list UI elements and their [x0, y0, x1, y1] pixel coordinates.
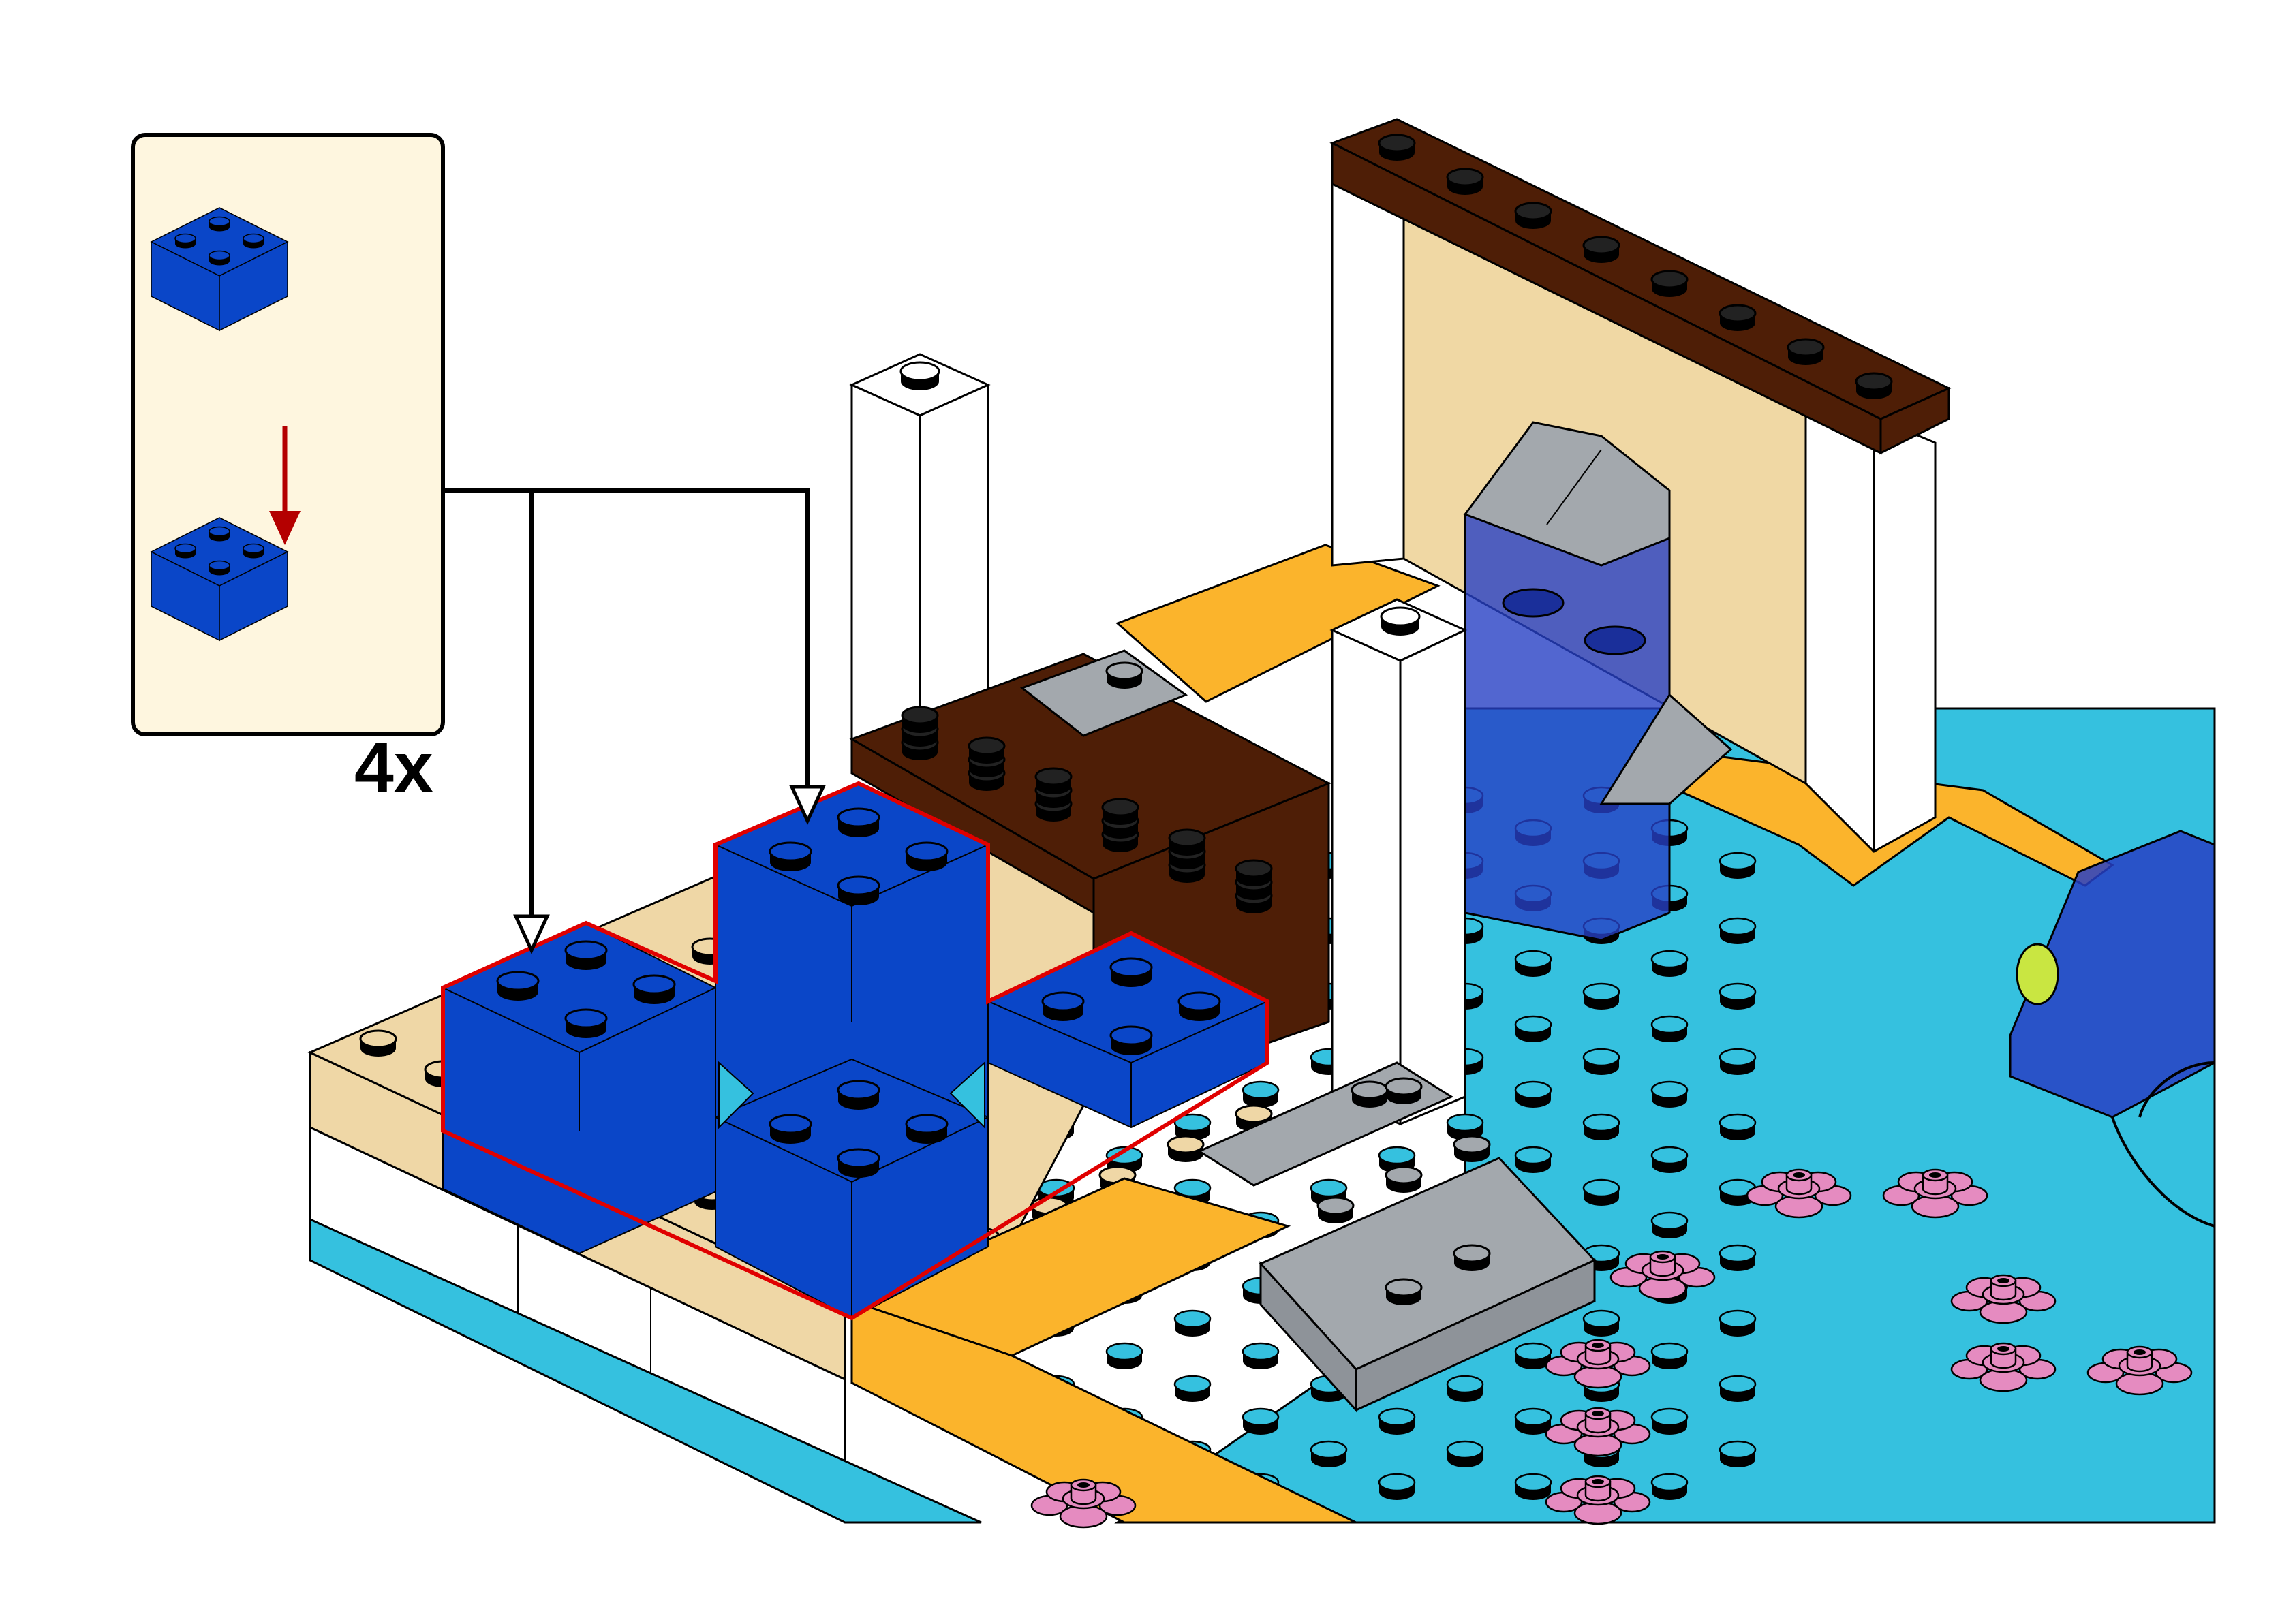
- azure-stud: [1514, 1146, 1552, 1174]
- azure-stud: [1514, 1015, 1552, 1044]
- azure-stud: [1242, 1342, 1280, 1371]
- gray-stud: [1453, 1244, 1491, 1272]
- gray-stud: [1385, 1077, 1423, 1106]
- azure-stud: [1514, 950, 1552, 978]
- azure-stud: [1582, 982, 1620, 1011]
- azure-stud: [1650, 1473, 1689, 1501]
- tan-stud: [359, 1029, 397, 1058]
- gray-stud: [1351, 1080, 1389, 1109]
- azure-stud: [1514, 1407, 1552, 1436]
- azure-stud: [1719, 1375, 1757, 1403]
- quantity-label: 4x: [354, 728, 433, 807]
- gray-stud: [1316, 1196, 1355, 1225]
- dark-stud: [1514, 202, 1552, 230]
- azure-stud: [1173, 1375, 1212, 1403]
- new-blue-bricks: [441, 781, 1269, 1321]
- azure-stud: [1719, 1440, 1757, 1469]
- callout-box: [131, 133, 445, 736]
- azure-stud: [1105, 1342, 1143, 1371]
- blue-stud: [632, 974, 676, 1005]
- blue-stud: [1041, 991, 1085, 1022]
- azure-stud: [1719, 1244, 1757, 1272]
- dark-stud: [968, 736, 1006, 765]
- tan-stud: [1167, 1135, 1205, 1164]
- parts-callout: [131, 133, 826, 954]
- blue-stud: [837, 807, 880, 839]
- arrow-down-icon: [789, 785, 826, 825]
- white-pillar-right: [1329, 598, 1468, 1126]
- trans-blue-column: [1463, 421, 1733, 941]
- blue-stud: [564, 940, 608, 971]
- dark-stud: [1168, 828, 1206, 857]
- callout-leader-lines: [443, 488, 810, 940]
- azure-stud: [1650, 1211, 1689, 1240]
- dark-stud: [901, 706, 939, 734]
- azure-stud: [1719, 1113, 1757, 1142]
- azure-stud: [1719, 1048, 1757, 1076]
- orange-tile-back: [1115, 544, 1441, 703]
- blue-stud: [769, 841, 812, 873]
- azure-stud: [1173, 1309, 1212, 1338]
- arrow-down-icon: [513, 914, 550, 954]
- dark-stud: [1787, 338, 1825, 366]
- azure-stud: [1446, 1375, 1484, 1403]
- highlight-outline: [441, 781, 1269, 1321]
- azure-stud: [1514, 1080, 1552, 1109]
- blue-stud: [1109, 1025, 1153, 1057]
- azure-stud: [1650, 1146, 1689, 1174]
- azure-stud: [1446, 1440, 1484, 1469]
- gray-stud: [1385, 1166, 1423, 1194]
- azure-stud: [1650, 950, 1689, 978]
- trans-blue-right-piece: [2009, 830, 2216, 1228]
- azure-stud: [1719, 1309, 1757, 1338]
- azure-stud: [1650, 1407, 1689, 1436]
- azure-stud: [1719, 982, 1757, 1011]
- blue-stud: [769, 1114, 812, 1145]
- azure-stud: [1719, 852, 1757, 880]
- azure-stud: [1582, 1309, 1620, 1338]
- azure-stud: [1650, 1080, 1689, 1109]
- dark-stud: [1582, 236, 1620, 264]
- gray-plates: [1019, 649, 1597, 1413]
- blue-stud: [905, 1114, 949, 1145]
- orange-tile-diagonal: [850, 1299, 1357, 1524]
- gray-stud: [1385, 1278, 1423, 1307]
- azure-stud: [1719, 917, 1757, 946]
- dark-stud: [1034, 767, 1073, 796]
- blue-stud: [496, 971, 540, 1002]
- dark-stud: [1650, 270, 1689, 298]
- blue-stud: [837, 875, 880, 907]
- azure-stud: [1378, 1473, 1416, 1501]
- azure-stud: [1582, 1048, 1620, 1076]
- azure-stud: [1378, 1407, 1416, 1436]
- dark-stud: [1719, 304, 1757, 332]
- dark-stud: [1855, 372, 1893, 401]
- gray-stud: [1453, 1135, 1491, 1164]
- model: [307, 118, 2216, 1529]
- azure-stud: [1514, 1473, 1552, 1501]
- azure-stud: [1310, 1440, 1348, 1469]
- azure-stud: [1242, 1407, 1280, 1436]
- azure-stud: [1650, 1015, 1689, 1044]
- azure-stud: [1582, 1113, 1620, 1142]
- azure-stud: [1650, 1342, 1689, 1371]
- arrow-down-icon: [269, 426, 301, 545]
- gray-stud: [1105, 661, 1143, 690]
- dark-stud: [1378, 134, 1416, 162]
- blue-stud: [1177, 991, 1221, 1022]
- blue-stud: [837, 1148, 880, 1179]
- dark-stud: [1235, 859, 1273, 888]
- dark-stud: [1101, 798, 1139, 826]
- blue-stud: [1109, 957, 1153, 988]
- dark-stud: [1446, 168, 1484, 196]
- blue-stud: [837, 1080, 880, 1111]
- blue-stud: [564, 1008, 608, 1040]
- azure-base-strip: [309, 1217, 982, 1524]
- azure-stud: [1582, 1178, 1620, 1207]
- azure-stud: [1242, 1080, 1280, 1109]
- blue-stud: [905, 841, 949, 873]
